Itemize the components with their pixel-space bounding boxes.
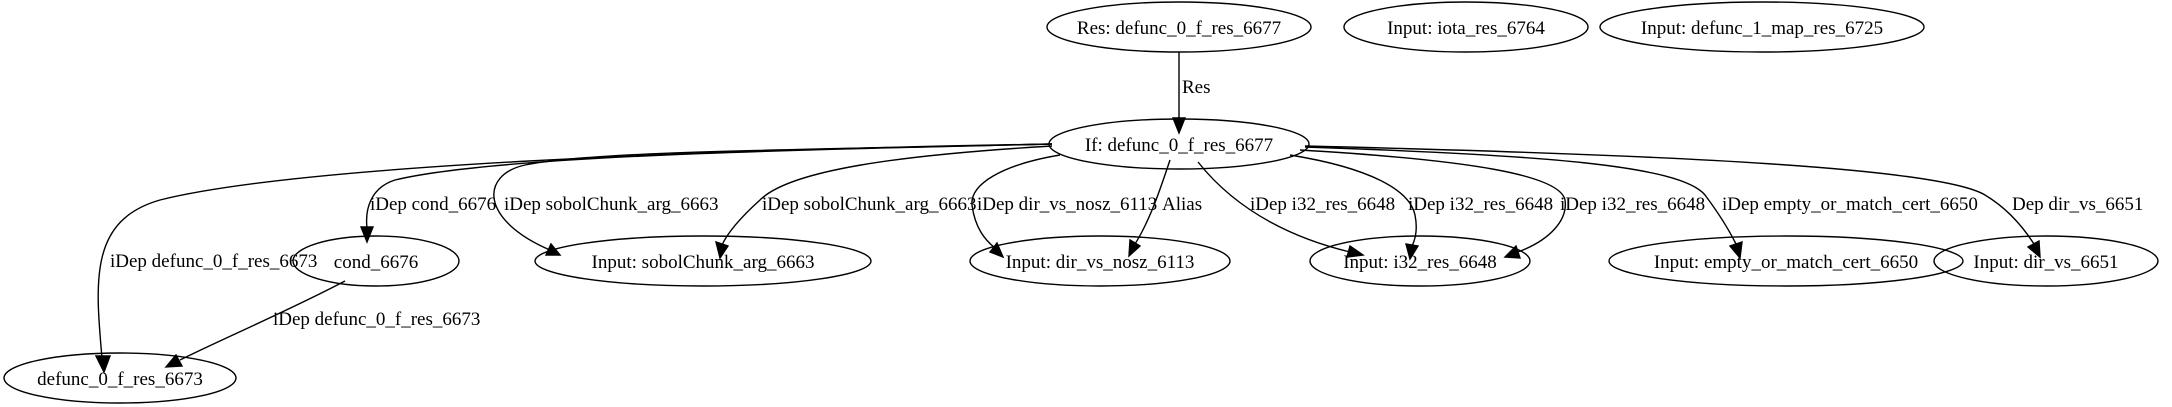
edge-if-to-cond: iDep cond_6676 bbox=[359, 143, 1053, 244]
edge-label: iDep i32_res_6648 bbox=[1250, 194, 1395, 215]
edge-if-to-i32-3: iDep i32_res_6648 bbox=[1299, 149, 1705, 259]
svg-text:Input: sobolChunk_arg_6663: Input: sobolChunk_arg_6663 bbox=[592, 252, 815, 273]
edge-label: iDep defunc_0_f_res_6673 bbox=[273, 309, 480, 330]
node-input-defunc-map: Input: defunc_1_map_res_6725 bbox=[1599, 1, 1925, 53]
edge-if-to-i32-1: iDep i32_res_6648 bbox=[1197, 161, 1395, 258]
edge-if-to-defunc: iDep defunc_0_f_res_6673 bbox=[94, 143, 1053, 374]
node-input-i32-res: Input: i32_res_6648 bbox=[1309, 235, 1531, 287]
node-input-dir-vs: Input: dir_vs_6651 bbox=[1933, 235, 2159, 287]
svg-text:Input: defunc_1_map_res_6725: Input: defunc_1_map_res_6725 bbox=[1641, 18, 1883, 39]
node-input-dir-vs-nosz: Input: dir_vs_nosz_6113 bbox=[969, 235, 1231, 287]
edge-label: iDep sobolChunk_arg_6663 bbox=[762, 194, 976, 215]
edge-label: Dep dir_vs_6651 bbox=[2012, 194, 2143, 215]
edge-label: Res bbox=[1182, 77, 1211, 98]
edge-if-to-i32-2: iDep i32_res_6648 bbox=[1289, 154, 1553, 261]
node-input-sobolchunk: Input: sobolChunk_arg_6663 bbox=[534, 235, 872, 287]
edge-label: iDep defunc_0_f_res_6673 bbox=[110, 251, 317, 272]
edge-if-to-sobol-2: iDep sobolChunk_arg_6663 bbox=[715, 145, 1053, 260]
svg-text:Input: empty_or_match_cert_665: Input: empty_or_match_cert_6650 bbox=[1654, 252, 1918, 273]
edge-label: iDep sobolChunk_arg_6663 bbox=[504, 194, 718, 215]
svg-text:Input: i32_res_6648: Input: i32_res_6648 bbox=[1343, 252, 1497, 273]
edge-label: iDep dir_vs_nosz_6113 bbox=[977, 194, 1157, 215]
node-input-iota: Input: iota_res_6764 bbox=[1343, 1, 1589, 53]
svg-text:defunc_0_f_res_6673: defunc_0_f_res_6673 bbox=[37, 369, 203, 390]
edge-res-to-if: Res bbox=[1171, 52, 1211, 135]
node-input-empty-or-match: Input: empty_or_match_cert_6650 bbox=[1608, 235, 1964, 287]
edge-cond-to-defunc: iDep defunc_0_f_res_6673 bbox=[164, 280, 480, 368]
svg-text:Input: dir_vs_6651: Input: dir_vs_6651 bbox=[1973, 252, 2118, 273]
edge-if-to-dirnosz-1: iDep dir_vs_nosz_6113 bbox=[971, 154, 1157, 259]
edge-label: iDep i32_res_6648 bbox=[1560, 194, 1705, 215]
edge-if-to-dirvs: Dep dir_vs_6651 bbox=[1304, 145, 2143, 259]
node-cond: cond_6676 bbox=[292, 235, 460, 287]
node-defunc-res: defunc_0_f_res_6673 bbox=[3, 352, 237, 404]
svg-text:Input: iota_res_6764: Input: iota_res_6764 bbox=[1387, 18, 1545, 39]
node-res-defunc: Res: defunc_0_f_res_6677 bbox=[1046, 1, 1312, 53]
svg-text:Input: dir_vs_nosz_6113: Input: dir_vs_nosz_6113 bbox=[1006, 252, 1195, 273]
edge-if-to-empty: iDep empty_or_match_cert_6650 bbox=[1304, 146, 1978, 260]
edge-label: iDep cond_6676 bbox=[370, 194, 496, 215]
svg-text:If: defunc_0_f_res_6677: If: defunc_0_f_res_6677 bbox=[1085, 135, 1273, 156]
svg-text:cond_6676: cond_6676 bbox=[334, 252, 418, 273]
edge-label: iDep i32_res_6648 bbox=[1408, 194, 1553, 215]
svg-text:Res: defunc_0_f_res_6677: Res: defunc_0_f_res_6677 bbox=[1077, 18, 1281, 39]
edge-label: iDep empty_or_match_cert_6650 bbox=[1722, 194, 1978, 215]
node-if-defunc: If: defunc_0_f_res_6677 bbox=[1048, 118, 1310, 170]
edge-label: Alias bbox=[1162, 194, 1202, 215]
